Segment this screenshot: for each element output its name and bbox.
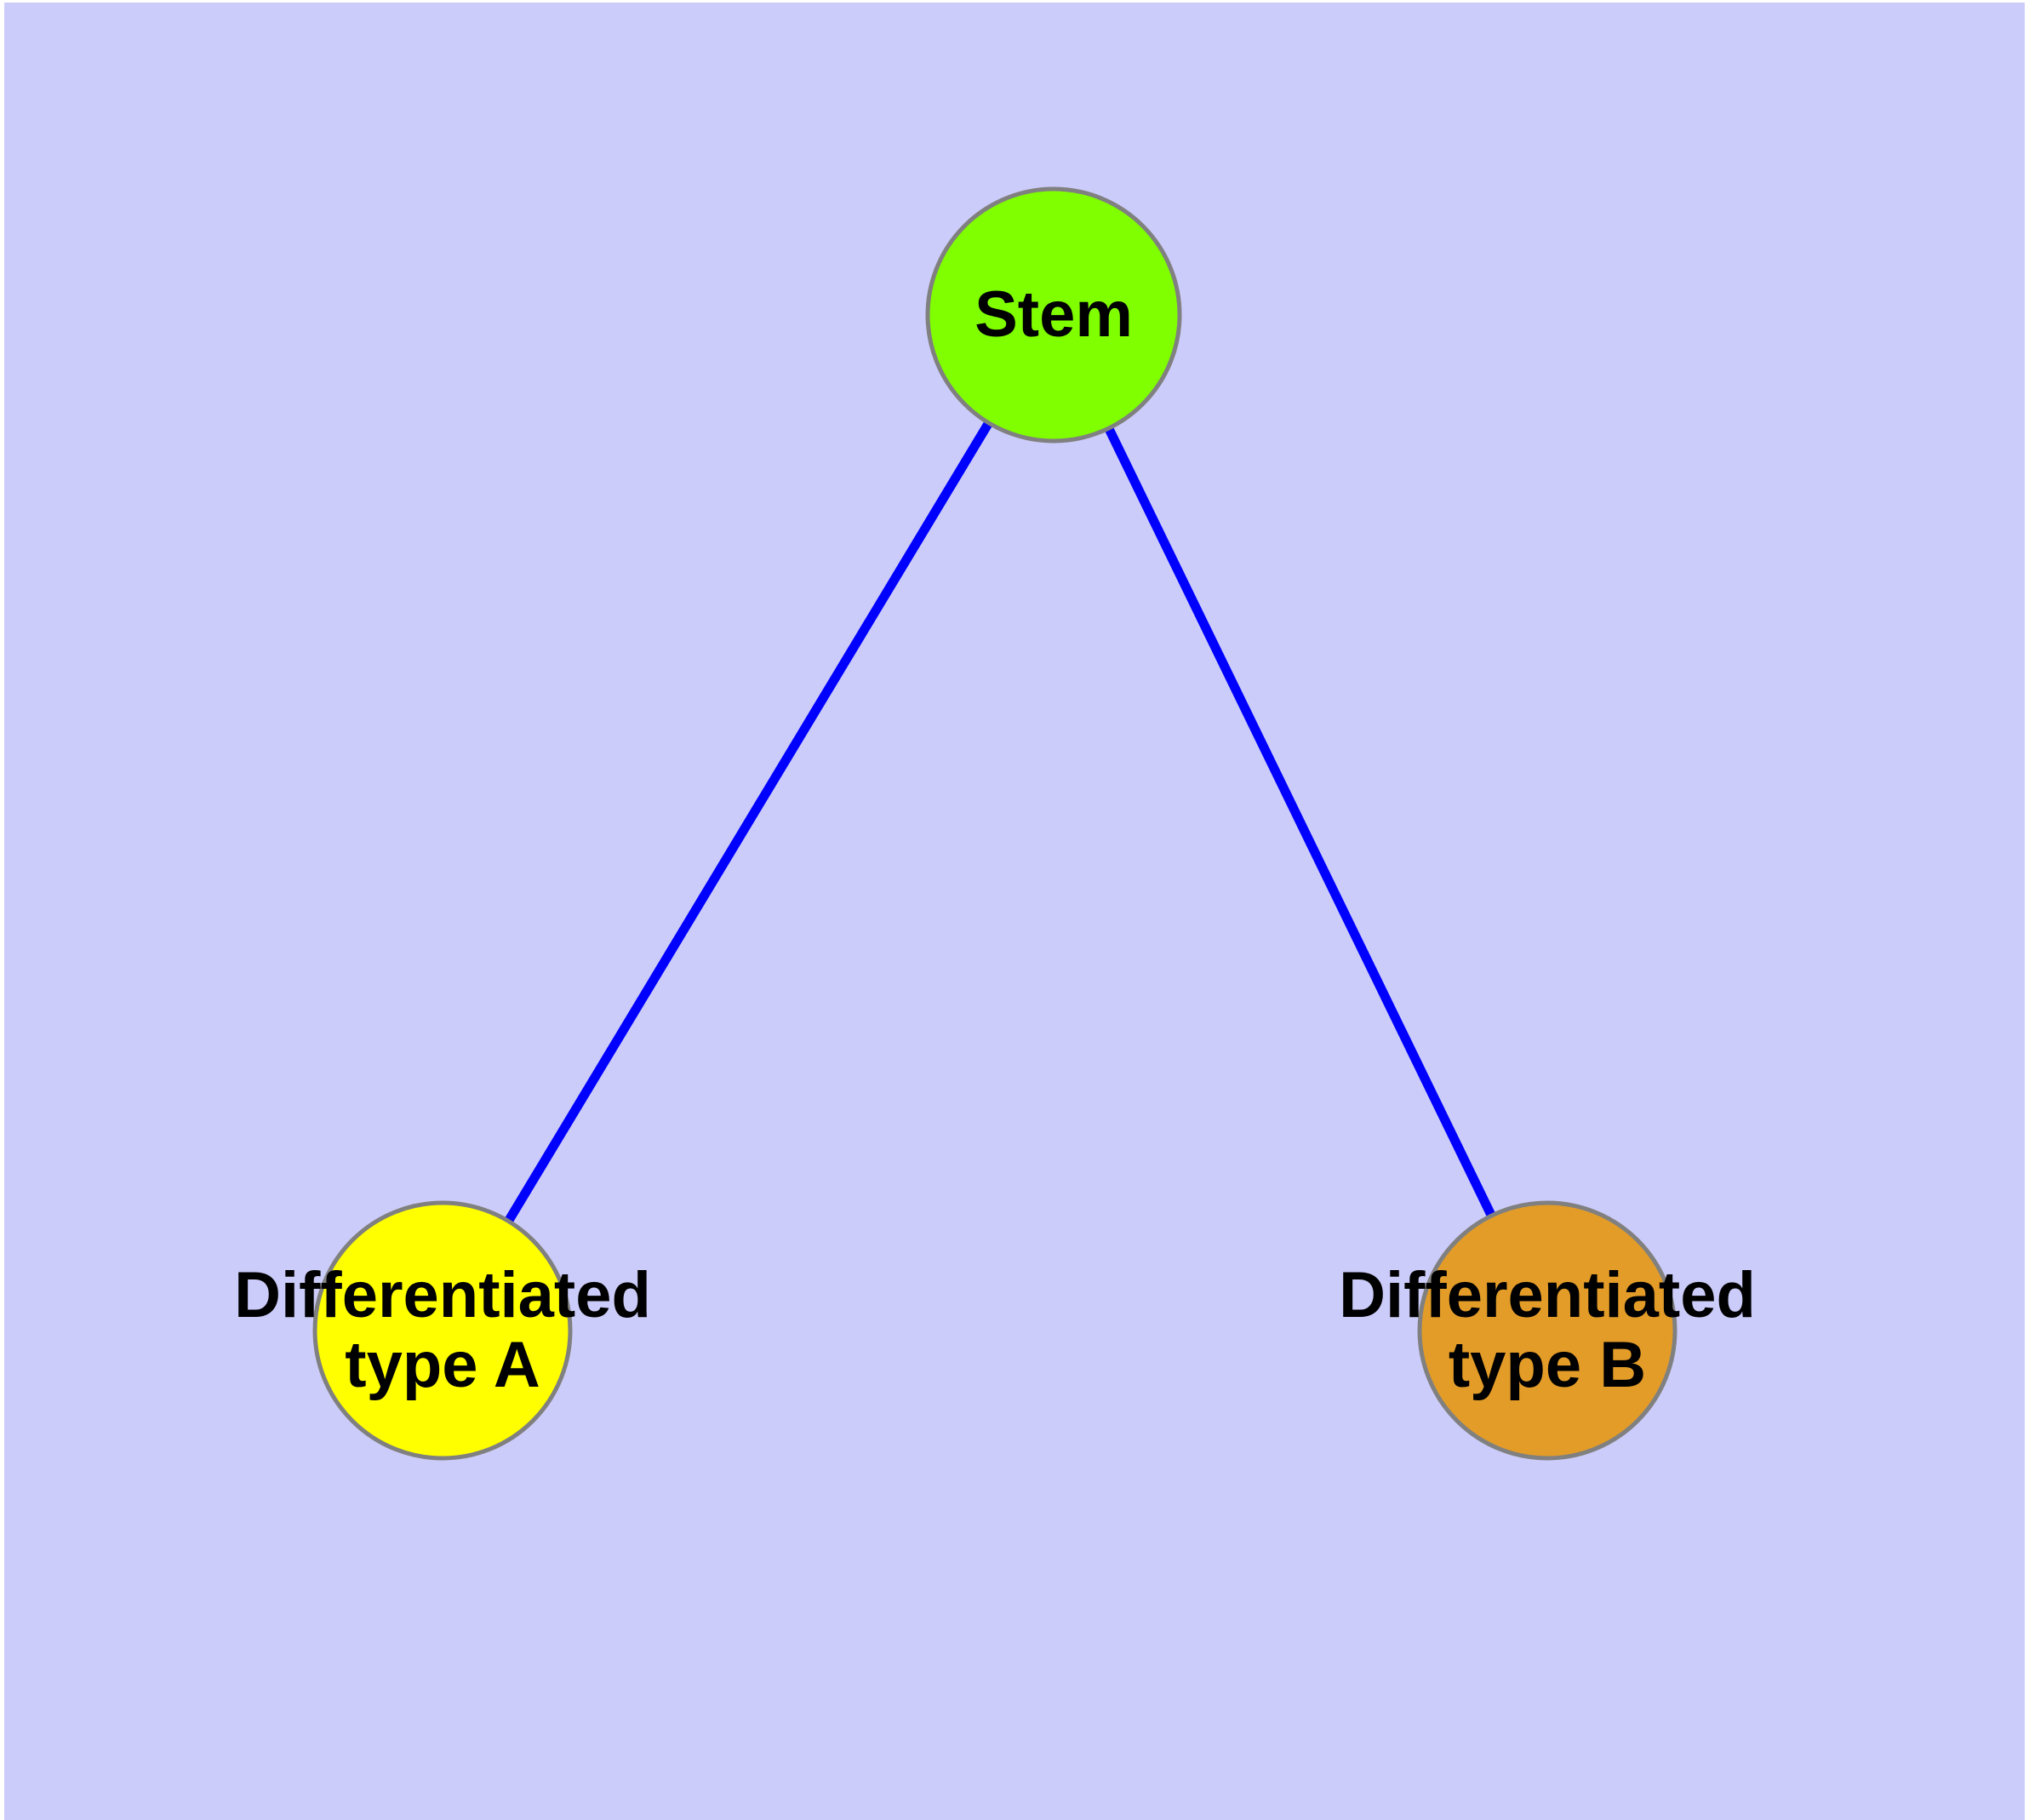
node-circle-differentiated-type-a[interactable] — [312, 1200, 573, 1461]
graph-svg — [312, 186, 1677, 1461]
edge-stem-to-differentiated-type-a[interactable] — [438, 312, 1058, 1333]
node-circle-stem[interactable] — [925, 186, 1182, 444]
nodes-group — [312, 186, 1677, 1461]
node-circle-differentiated-type-b[interactable] — [1417, 1200, 1677, 1461]
edges-group — [438, 312, 1552, 1333]
edge-stem-to-differentiated-type-b[interactable] — [1049, 312, 1552, 1333]
